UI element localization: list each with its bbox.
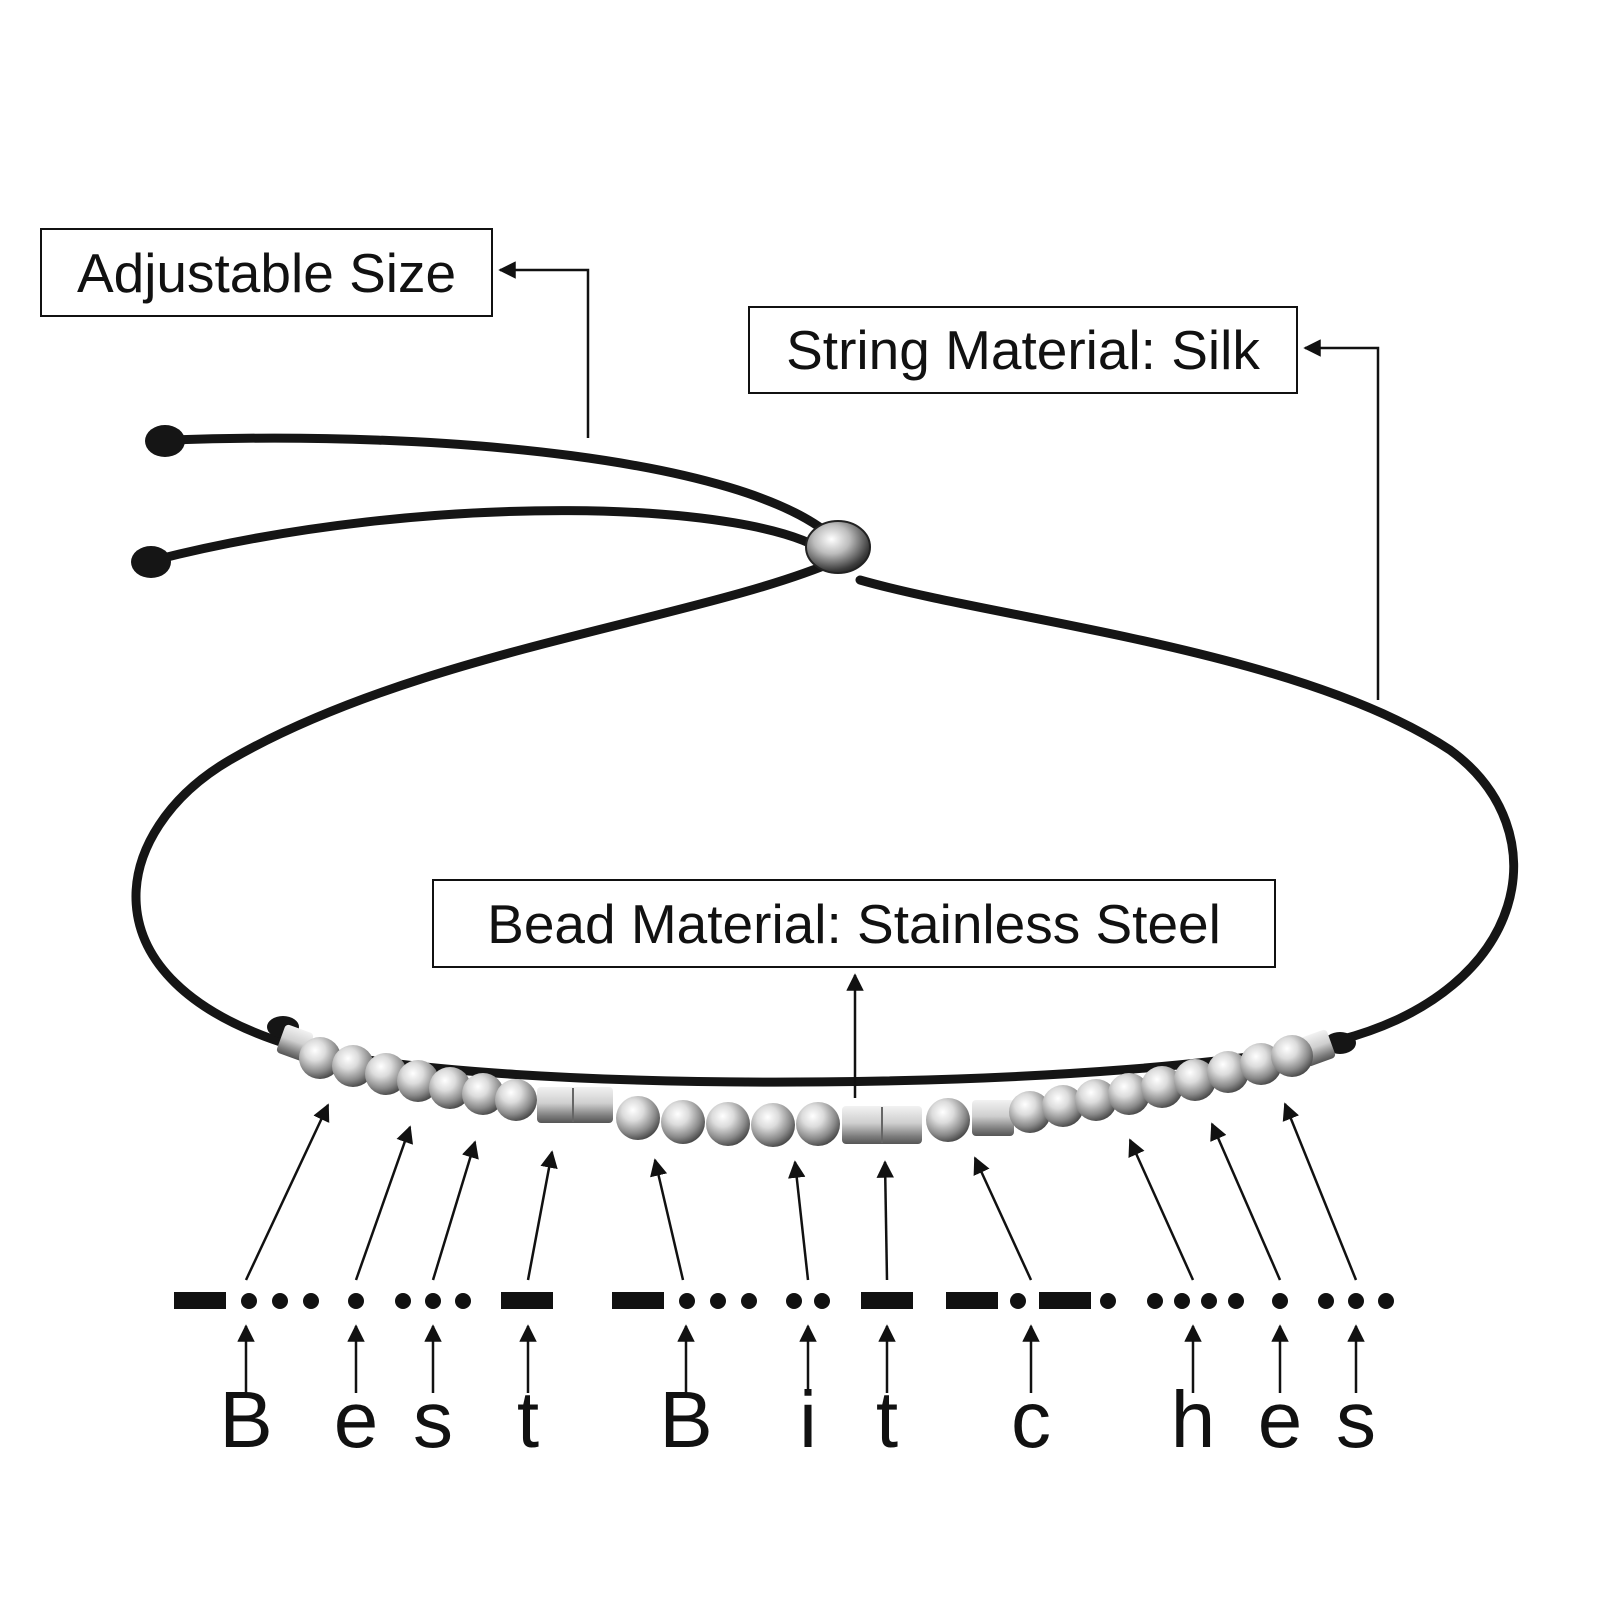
callout-adjustable-size: Adjustable Size xyxy=(40,228,493,317)
steel-tube xyxy=(972,1100,1014,1136)
letter: B xyxy=(659,1375,713,1464)
steel-bead xyxy=(299,1037,341,1079)
steel-bead xyxy=(796,1102,840,1146)
knot-lower xyxy=(131,546,171,578)
knot-upper xyxy=(145,425,185,457)
letter: e xyxy=(333,1375,379,1464)
steel-bead xyxy=(1174,1059,1216,1101)
callout-string-material-label: String Material: Silk xyxy=(786,319,1260,381)
steel-bead xyxy=(926,1098,970,1142)
steel-bead xyxy=(751,1103,795,1147)
letter: c xyxy=(1011,1375,1051,1464)
steel-bead xyxy=(1075,1079,1117,1121)
letter: s xyxy=(413,1375,453,1464)
letter: B xyxy=(219,1375,273,1464)
steel-bead xyxy=(1141,1066,1183,1108)
steel-bead xyxy=(495,1079,537,1121)
callout-adjustable-size-label: Adjustable Size xyxy=(76,241,457,304)
steel-bead xyxy=(1207,1051,1249,1093)
letter: h xyxy=(1170,1375,1216,1464)
steel-bead xyxy=(706,1102,750,1146)
steel-tube xyxy=(537,1087,613,1123)
letter-arrows xyxy=(237,1324,1365,1393)
steel-bead xyxy=(397,1060,439,1102)
slider-bead xyxy=(805,520,871,574)
bead-arrows xyxy=(244,1102,1358,1281)
callout-string-material: String Material: Silk xyxy=(748,306,1298,394)
leader-string xyxy=(1303,339,1380,700)
letter: t xyxy=(875,1375,899,1464)
letter: i xyxy=(799,1375,817,1464)
cord-end-upper xyxy=(165,433,835,540)
steel-bead xyxy=(1271,1035,1313,1077)
steel-bead xyxy=(1009,1091,1051,1133)
letter: s xyxy=(1336,1375,1376,1464)
callout-bead-material: Bead Material: Stainless Steel xyxy=(432,879,1276,968)
letter: e xyxy=(1257,1375,1303,1464)
morse-code xyxy=(174,1292,1394,1309)
callout-bead-material-label: Bead Material: Stainless Steel xyxy=(487,892,1221,955)
steel-bead xyxy=(332,1045,374,1087)
steel-bead xyxy=(429,1067,471,1109)
letter: t xyxy=(516,1375,540,1464)
steel-bead xyxy=(365,1053,407,1095)
cord-end-lower xyxy=(150,506,835,565)
leader-adjustable xyxy=(498,261,590,438)
steel-bead xyxy=(462,1073,504,1115)
steel-bead xyxy=(1042,1085,1084,1127)
cord-loop xyxy=(131,555,1519,1087)
steel-bead xyxy=(1108,1073,1150,1115)
steel-bead xyxy=(661,1100,705,1144)
steel-bead xyxy=(616,1096,660,1140)
